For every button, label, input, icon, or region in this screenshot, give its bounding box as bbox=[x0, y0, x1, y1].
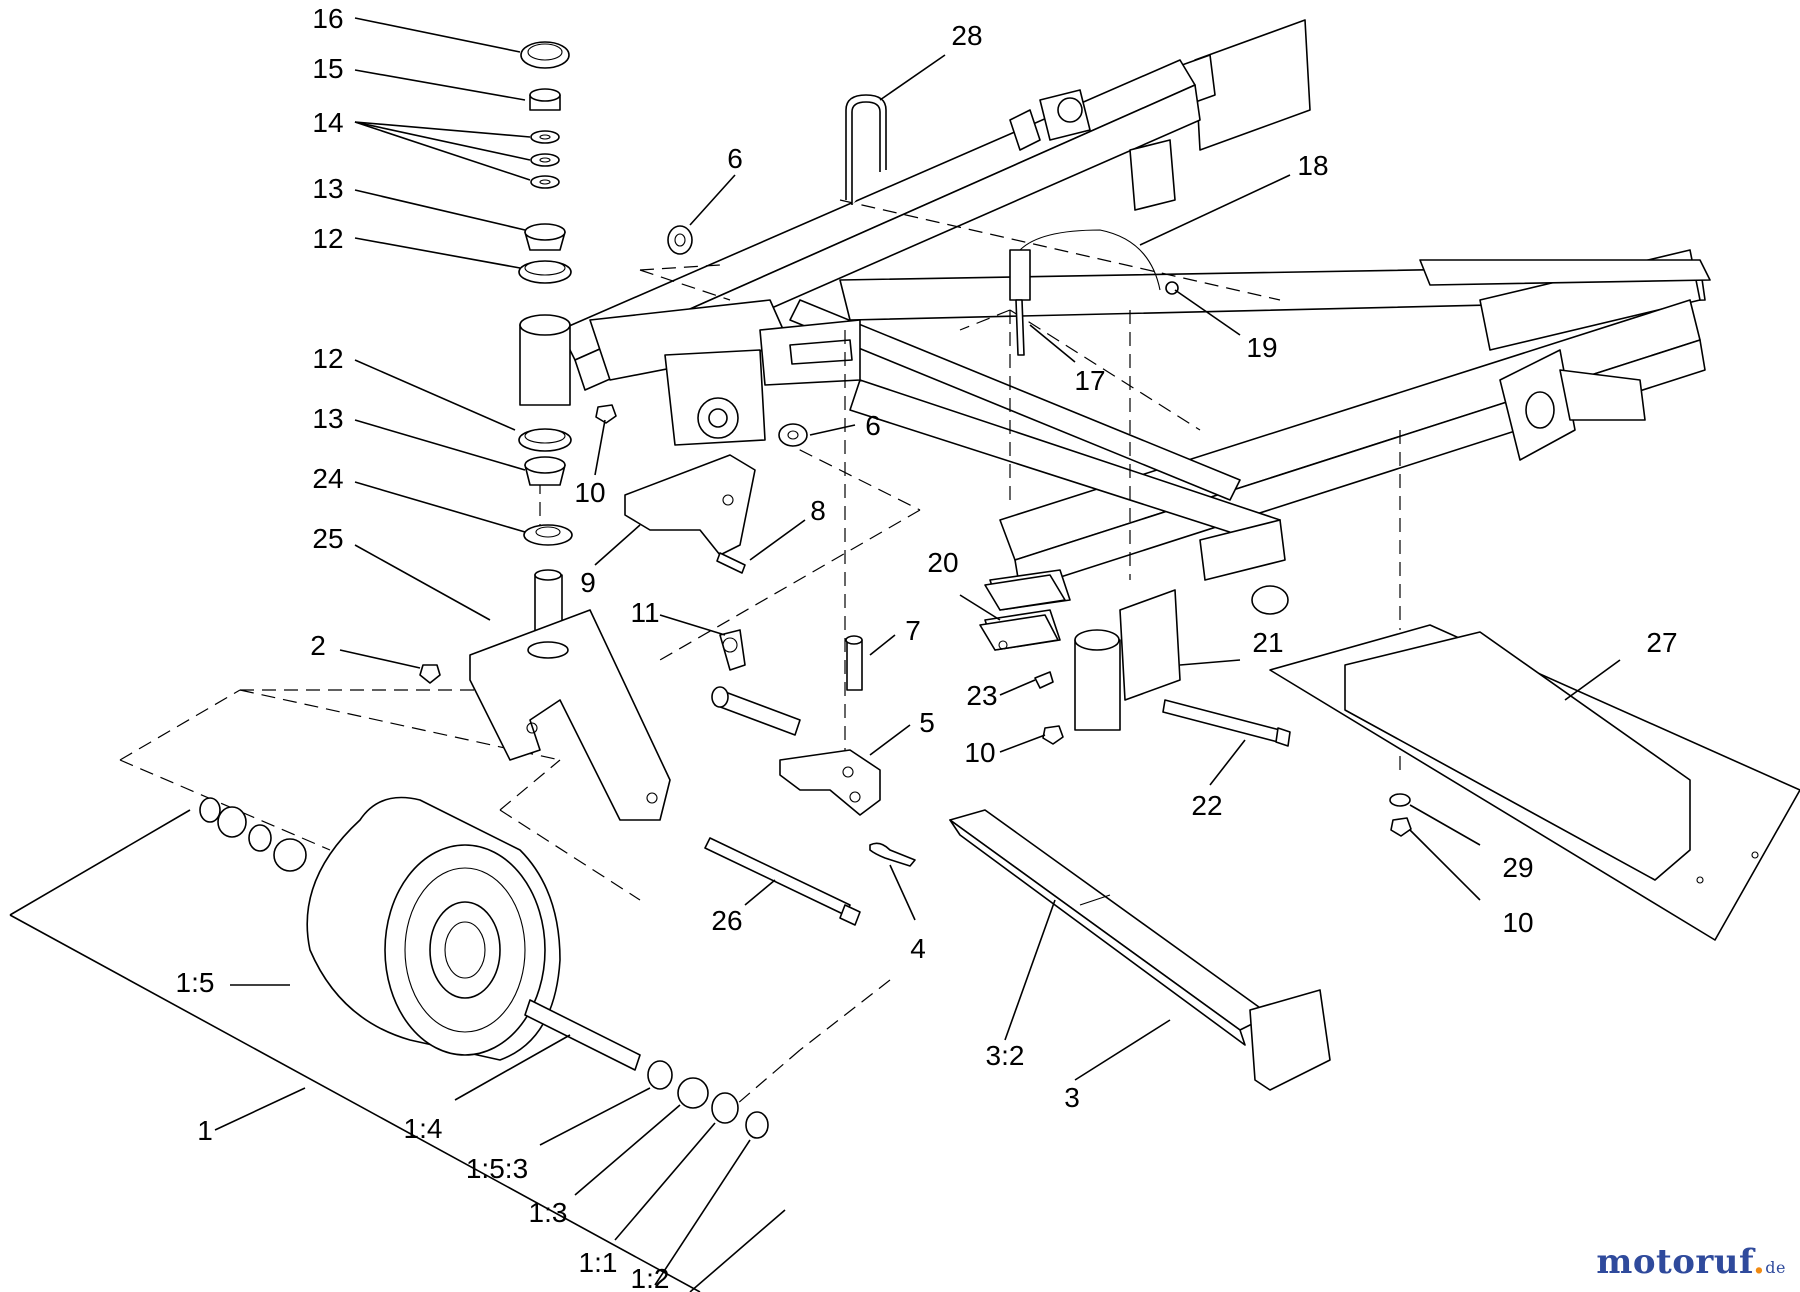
callout-10: 10 bbox=[964, 737, 995, 768]
watermark-tld: de bbox=[1765, 1258, 1786, 1277]
callout-26: 26 bbox=[711, 905, 742, 936]
part-18-lanyard bbox=[1019, 229, 1161, 291]
part-9-bracket bbox=[624, 454, 756, 556]
callout-2: 2 bbox=[310, 630, 326, 661]
callout-1-4: 1:4 bbox=[404, 1113, 443, 1144]
caster-wheel bbox=[199, 796, 769, 1139]
callout-19: 19 bbox=[1246, 332, 1277, 363]
part-5-hitch bbox=[779, 749, 881, 816]
part-8-bolt bbox=[716, 552, 746, 574]
callout-1-1: 1:1 bbox=[579, 1247, 618, 1278]
callout-14: 14 bbox=[312, 107, 343, 138]
watermark-brand: motoruf bbox=[1596, 1242, 1753, 1282]
part-27-weight bbox=[1344, 631, 1691, 881]
part-2-nut bbox=[419, 664, 441, 684]
callout-13: 13 bbox=[312, 403, 343, 434]
part-3-plate bbox=[1249, 989, 1331, 1091]
callout-15: 15 bbox=[312, 53, 343, 84]
part-10-nut bbox=[595, 404, 617, 424]
callout-3: 3 bbox=[1064, 1082, 1080, 1113]
part-26-bolt bbox=[704, 837, 851, 916]
callout-8: 8 bbox=[810, 495, 826, 526]
callout-21: 21 bbox=[1252, 627, 1283, 658]
callout-23: 23 bbox=[966, 680, 997, 711]
axle bbox=[524, 999, 641, 1071]
callout-6: 6 bbox=[865, 410, 881, 441]
callout-20: 20 bbox=[927, 547, 958, 578]
part-12-cup bbox=[518, 260, 572, 284]
watermark-logo: motoruf.de bbox=[1596, 1242, 1786, 1282]
callout-1-5-3: 1:5:3 bbox=[466, 1153, 528, 1184]
callout-12: 12 bbox=[312, 343, 343, 374]
callout-6: 6 bbox=[727, 143, 743, 174]
part-7-pin bbox=[846, 639, 863, 691]
callout-1: 1 bbox=[197, 1115, 213, 1146]
leader-lines bbox=[9, 17, 1621, 1292]
part-24-seal bbox=[523, 524, 573, 546]
part-22-bolt bbox=[1162, 699, 1281, 743]
callout-17: 17 bbox=[1074, 365, 1105, 396]
part-29-washer bbox=[1389, 793, 1411, 807]
spindle-stack bbox=[469, 41, 671, 821]
part-25-caster-fork bbox=[469, 609, 671, 821]
callout-28: 28 bbox=[951, 20, 982, 51]
callout-5: 5 bbox=[919, 707, 935, 738]
part-6-washer bbox=[778, 423, 808, 447]
callout-1-5: 1:5 bbox=[176, 967, 215, 998]
callout-9: 9 bbox=[580, 567, 596, 598]
part-14-washer bbox=[530, 175, 560, 189]
part-10-nut bbox=[1390, 817, 1412, 837]
callout-10: 10 bbox=[1502, 907, 1533, 938]
part-3-tongue bbox=[949, 809, 1271, 1031]
part-12-cup bbox=[518, 428, 572, 452]
part-6-washer bbox=[667, 225, 693, 255]
callout-1-2: 1:2 bbox=[631, 1263, 670, 1292]
part-14-washer bbox=[530, 153, 560, 167]
part-17-pin bbox=[1015, 299, 1025, 356]
frame-assembly bbox=[519, 19, 1711, 731]
callout-10: 10 bbox=[574, 477, 605, 508]
callout-29: 29 bbox=[1502, 852, 1533, 883]
part-4-hairpin bbox=[869, 842, 916, 867]
watermark-dot: . bbox=[1752, 1242, 1766, 1282]
part-10-nut bbox=[1042, 725, 1064, 745]
callout-11: 11 bbox=[630, 597, 659, 628]
callout-16: 16 bbox=[312, 3, 343, 34]
callout-18: 18 bbox=[1297, 150, 1328, 181]
callout-labels: 16 15 14 13 12 12 13 24 25 2 6 6 10 28 1… bbox=[176, 3, 1678, 1292]
callout-12: 12 bbox=[312, 223, 343, 254]
callout-1-3: 1:3 bbox=[529, 1197, 568, 1228]
callout-25: 25 bbox=[312, 523, 343, 554]
callout-13: 13 bbox=[312, 173, 343, 204]
callout-22: 22 bbox=[1191, 790, 1222, 821]
part-14-washer bbox=[530, 130, 560, 144]
callout-24: 24 bbox=[312, 463, 343, 494]
callout-27: 27 bbox=[1646, 627, 1677, 658]
part-11-pin bbox=[719, 629, 746, 671]
part-23-bolt bbox=[1034, 671, 1054, 689]
callout-7: 7 bbox=[905, 615, 921, 646]
part-20-bracket bbox=[984, 574, 1066, 611]
callout-3-2: 3:2 bbox=[986, 1040, 1025, 1071]
part-19-clip bbox=[1165, 281, 1179, 295]
callout-4: 4 bbox=[910, 933, 926, 964]
wheel-hub bbox=[429, 901, 501, 999]
part-16-cap bbox=[520, 41, 570, 69]
